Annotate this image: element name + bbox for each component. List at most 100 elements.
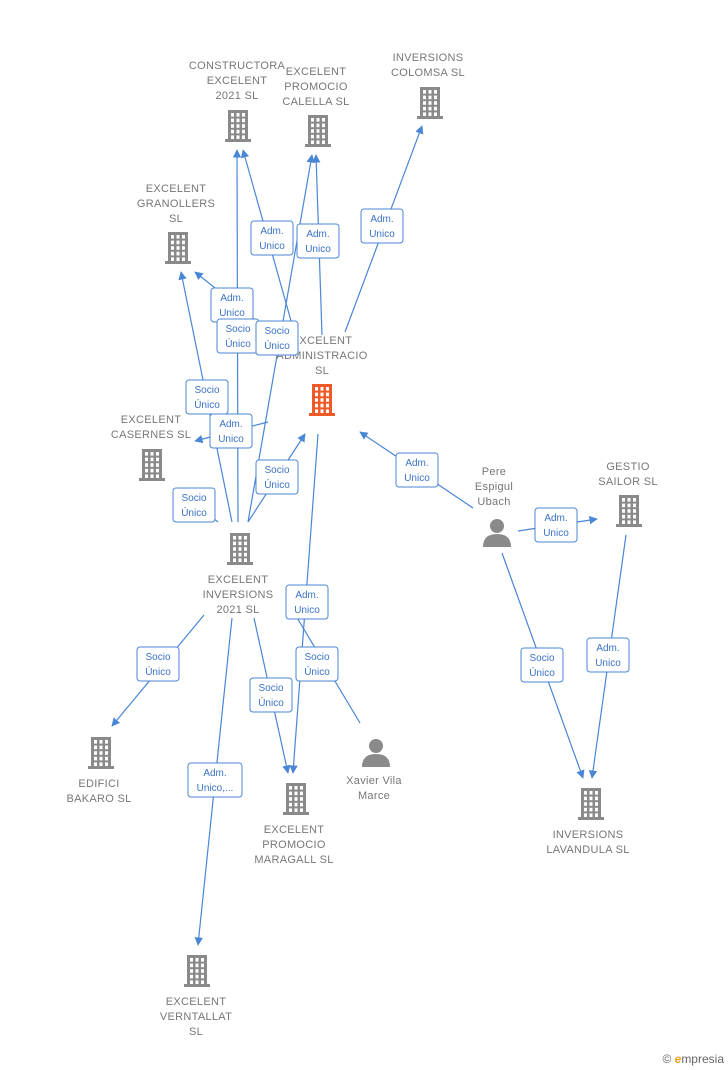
node-label-line: EXCELENT [292, 335, 352, 347]
node-label-line: CONSTRUCTORA [189, 60, 286, 72]
edge-label-text: Adm. [295, 590, 318, 601]
edge-label-box [586, 637, 630, 673]
edge-label-text: Socio [304, 652, 329, 663]
edge-label-text: Socio [264, 465, 289, 476]
edge-label-text: Adm. [596, 643, 619, 654]
edge-label-text: Único [304, 665, 330, 678]
edge-label-box [185, 379, 229, 415]
edge-label-box [187, 762, 243, 798]
node-label-line: GESTIO [606, 461, 650, 473]
edge-label-text: Único [529, 666, 555, 679]
edge-label-box [249, 677, 293, 713]
edge-label-text: Único [225, 337, 251, 350]
node-label-line: EXCELENT [166, 996, 226, 1008]
edge-label-pere-to-administracio[interactable]: Adm.Unico [395, 452, 439, 488]
node-label-line: CASERNES SL [111, 429, 191, 441]
node-gestio_sailor[interactable]: GESTIO SAILOR SL [598, 461, 658, 527]
building-icon [139, 449, 165, 481]
node-label-line: INVERSIONS [203, 589, 274, 601]
edge-label-box [285, 584, 329, 620]
node-label-line: SL [315, 365, 329, 377]
node-label-line: EXCELENT [207, 75, 267, 87]
edge-label-text: Socio [258, 683, 283, 694]
node-label-line: VERNTALLAT [160, 1011, 232, 1023]
edge-label-administracio-to-constructora[interactable]: Adm.Unico [250, 220, 294, 256]
node-label-line: LAVANDULA SL [546, 844, 629, 856]
building-icon [227, 533, 253, 565]
node-label-line: BAKARO SL [66, 793, 131, 805]
edge-label-text: Socio [194, 385, 219, 396]
node-label-line: SAILOR SL [598, 476, 658, 488]
edge-label-inversions2021-to-verntallat[interactable]: Adm. Unico,... [187, 762, 243, 798]
edge-label-box [209, 413, 253, 449]
person-icon [362, 739, 390, 767]
edge-label-box [255, 459, 299, 495]
edge-label-box [295, 646, 339, 682]
edge-label-text: Socio [145, 652, 170, 663]
edge-label-box [250, 220, 294, 256]
edge-label-box [534, 507, 578, 543]
building-icon [88, 737, 114, 769]
edge-label-text: Único [264, 339, 290, 352]
edge-label-text: Unico [259, 241, 285, 252]
edge-label-box [395, 452, 439, 488]
edge-label-text: Socio [264, 326, 289, 337]
edge-label-administracio-to-maragall[interactable]: Adm.Unico [285, 584, 329, 620]
edge-label-administracio-to-colomsa[interactable]: Adm.Unico [360, 208, 404, 244]
person-icon [483, 519, 511, 547]
node-label-line: EXCELENT [146, 183, 206, 195]
empresia-logo[interactable]: © empresia [662, 1052, 724, 1066]
edge-label-text: Adm. [203, 768, 226, 779]
node-label-line: Espigul [475, 481, 513, 493]
copyright-symbol: © [662, 1052, 672, 1066]
edge-label-gestio_sailor-to-lavandula[interactable]: Adm. Unico [586, 637, 630, 673]
building-icon [165, 232, 191, 264]
edge-label-text: Único [181, 506, 207, 519]
edge-label-text: Unico [404, 473, 430, 484]
edge-label-text: Unico,... [197, 783, 234, 794]
edge-label-text: Socio [181, 493, 206, 504]
edge-label-box [296, 223, 340, 259]
edge-label-text: Adm. [306, 229, 329, 240]
edge-label-box [255, 320, 299, 356]
edge-label-pere-to-gestio_sailor[interactable]: Adm.Unico [534, 507, 578, 543]
edge-label-administracio-to-casernes[interactable]: Adm.Unico [209, 413, 253, 449]
edge-label-text: Único [258, 696, 284, 709]
edge-label-text: Unico [369, 229, 395, 240]
building-icon [616, 495, 642, 527]
building-icon [309, 384, 335, 416]
edge-label-box [136, 646, 180, 682]
edge-label-administracio-to-granollers[interactable]: Adm.Unico [210, 287, 254, 323]
building-icon [305, 115, 331, 147]
edge-label-administracio-to-promocio_calella[interactable]: Adm.Unico [296, 223, 340, 259]
edge-label-text: Unico [595, 658, 621, 669]
